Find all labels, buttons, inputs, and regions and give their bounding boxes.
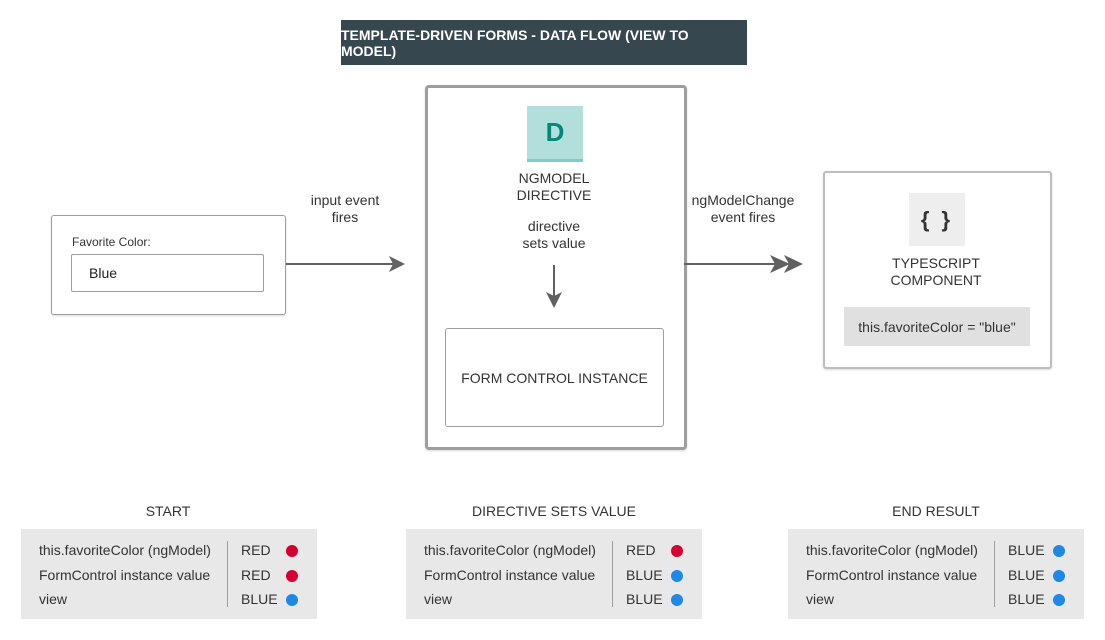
state-row: FormControl instance value RED: [21, 565, 317, 585]
component-name: TYPESCRIPT COMPONENT: [876, 255, 996, 289]
state-row-label: FormControl instance value: [424, 567, 596, 583]
state-row: this.favoriteColor (ngModel) BLUE: [788, 540, 1084, 560]
blue-dot-icon: [671, 594, 683, 606]
arrowhead-input: [389, 256, 405, 272]
state-row: this.favoriteColor (ngModel) RED: [406, 540, 702, 560]
state-row-value: BLUE: [626, 567, 663, 583]
state-row-value: BLUE: [1008, 591, 1045, 607]
component-name-line-1: TYPESCRIPT: [892, 255, 980, 271]
blue-dot-icon: [1053, 594, 1065, 606]
diagram-title: TEMPLATE-DRIVEN FORMS - DATA FLOW (VIEW …: [341, 20, 747, 65]
state-row-label: this.favoriteColor (ngModel): [424, 542, 596, 558]
state-row-label: view: [424, 591, 453, 607]
state-row-label: FormControl instance value: [806, 567, 978, 583]
model-change-label: ngModelChange event fires: [683, 192, 803, 226]
state-divider: [227, 541, 228, 607]
arrowhead-double-2: [784, 255, 803, 273]
directive-name-line-1: NGMODEL: [518, 170, 590, 186]
state-title-1: DIRECTIVE SETS VALUE: [472, 503, 636, 519]
state-divider: [612, 541, 613, 607]
state-row-value: BLUE: [1008, 542, 1045, 558]
blue-dot-icon: [671, 570, 683, 582]
state-row-label: this.favoriteColor (ngModel): [806, 542, 978, 558]
state-row-value: BLUE: [241, 591, 278, 607]
state-row: view BLUE: [21, 589, 317, 609]
state-row: FormControl instance value BLUE: [788, 565, 1084, 585]
red-dot-icon: [286, 570, 298, 582]
input-event-label: input event fires: [300, 192, 390, 226]
red-dot-icon: [671, 545, 683, 557]
favorite-color-label: Favorite Color:: [72, 235, 151, 249]
state-row-value: RED: [626, 542, 656, 558]
favorite-color-input[interactable]: Blue: [71, 254, 264, 292]
state-row: view BLUE: [406, 589, 702, 609]
state-title-0: START: [145, 503, 191, 519]
state-row-value: BLUE: [626, 591, 663, 607]
favorite-color-card: Favorite Color: Blue: [51, 215, 286, 315]
state-row-label: view: [39, 591, 68, 607]
directive-name-line-2: DIRECTIVE: [516, 187, 592, 203]
state-row: this.favoriteColor (ngModel) RED: [21, 540, 317, 560]
model-change-line-1: ngModelChange: [691, 192, 795, 208]
model-change-line-2: event fires: [710, 209, 776, 225]
blue-dot-icon: [1053, 570, 1065, 582]
braces-icon: { }: [909, 193, 965, 246]
state-row: view BLUE: [788, 589, 1084, 609]
state-title-2: END RESULT: [892, 503, 980, 519]
blue-dot-icon: [286, 594, 298, 606]
blue-dot-icon: [1053, 545, 1065, 557]
directive-action-line-2: sets value: [522, 235, 586, 251]
input-event-line-1: input event: [310, 192, 380, 208]
directive-name: NGMODEL DIRECTIVE: [494, 170, 614, 204]
directive-action: directive sets value: [494, 218, 614, 252]
state-row-value: RED: [241, 567, 271, 583]
directive-icon: D: [527, 106, 583, 162]
form-control-instance-box: FORM CONTROL INSTANCE: [445, 328, 664, 427]
state-row-value: BLUE: [1008, 567, 1045, 583]
input-event-line-2: fires: [331, 209, 359, 225]
state-row: FormControl instance value BLUE: [406, 565, 702, 585]
component-code: this.favoriteColor = "blue": [844, 307, 1030, 346]
red-dot-icon: [286, 545, 298, 557]
state-row-label: view: [806, 591, 835, 607]
state-row-label: this.favoriteColor (ngModel): [39, 542, 211, 558]
arrowhead-down: [546, 292, 562, 308]
arrowhead-double-1: [770, 255, 790, 273]
state-row-label: FormControl instance value: [39, 567, 211, 583]
state-row-value: RED: [241, 542, 271, 558]
directive-action-line-1: directive: [527, 218, 581, 234]
state-panel-1: this.favoriteColor (ngModel) RED FormContr…: [406, 529, 702, 619]
component-name-line-2: COMPONENT: [890, 272, 982, 288]
state-divider: [994, 541, 995, 607]
